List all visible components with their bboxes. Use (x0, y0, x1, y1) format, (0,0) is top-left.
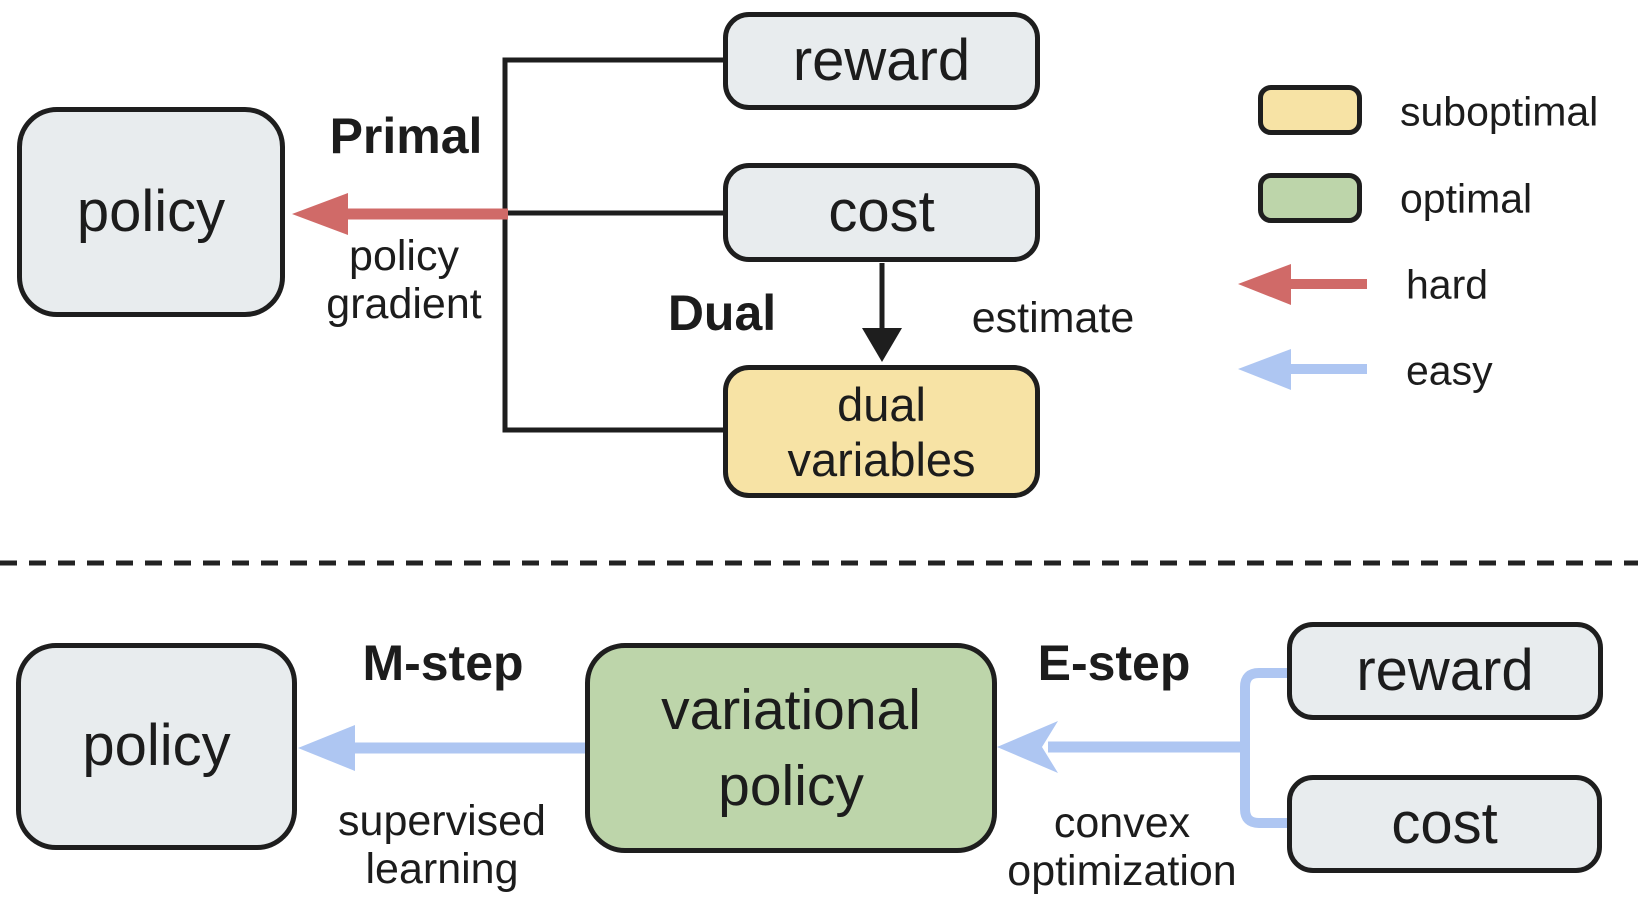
legend-hard-label: hard (1406, 261, 1489, 308)
estimate-label: estimate (971, 294, 1135, 342)
cost-box-bottom: cost (1287, 775, 1602, 873)
primal-label: Primal (329, 108, 483, 164)
legend-easy-arrow-head (1238, 349, 1291, 390)
legend-suboptimal-swatch (1258, 85, 1362, 135)
e-step-arrow-head (997, 721, 1058, 773)
m-step-label: M-step (362, 635, 524, 691)
policy-gradient-label: policy gradient (326, 232, 482, 328)
cost-box-top: cost (723, 163, 1040, 262)
variational-policy-box: variational policy (585, 643, 997, 853)
e-step-bracket-line (1240, 668, 1287, 828)
legend-easy-label: easy (1406, 347, 1493, 394)
legend-optimal-label: optimal (1400, 175, 1533, 222)
reward-box-top: reward (723, 12, 1040, 110)
policy-gradient-arrow-head (292, 193, 348, 235)
policy-box-bottom: policy (16, 643, 297, 850)
dual-label: Dual (667, 285, 777, 341)
policy-box-top: policy (17, 107, 285, 317)
e-step-label: E-step (1037, 635, 1191, 691)
legend-optimal-swatch (1258, 173, 1362, 223)
legend-hard-arrow-head (1238, 264, 1291, 305)
dual-variables-box: dual variables (723, 365, 1040, 498)
supervised-learning-label: supervised learning (338, 797, 546, 893)
convex-optimization-label: convex optimization (1007, 799, 1237, 895)
primal-bracket-line (502, 57, 723, 433)
estimate-arrow-head (862, 328, 902, 362)
legend-suboptimal-label: suboptimal (1400, 88, 1599, 135)
m-step-arrow-head (298, 725, 355, 771)
reward-box-bottom: reward (1287, 622, 1603, 720)
